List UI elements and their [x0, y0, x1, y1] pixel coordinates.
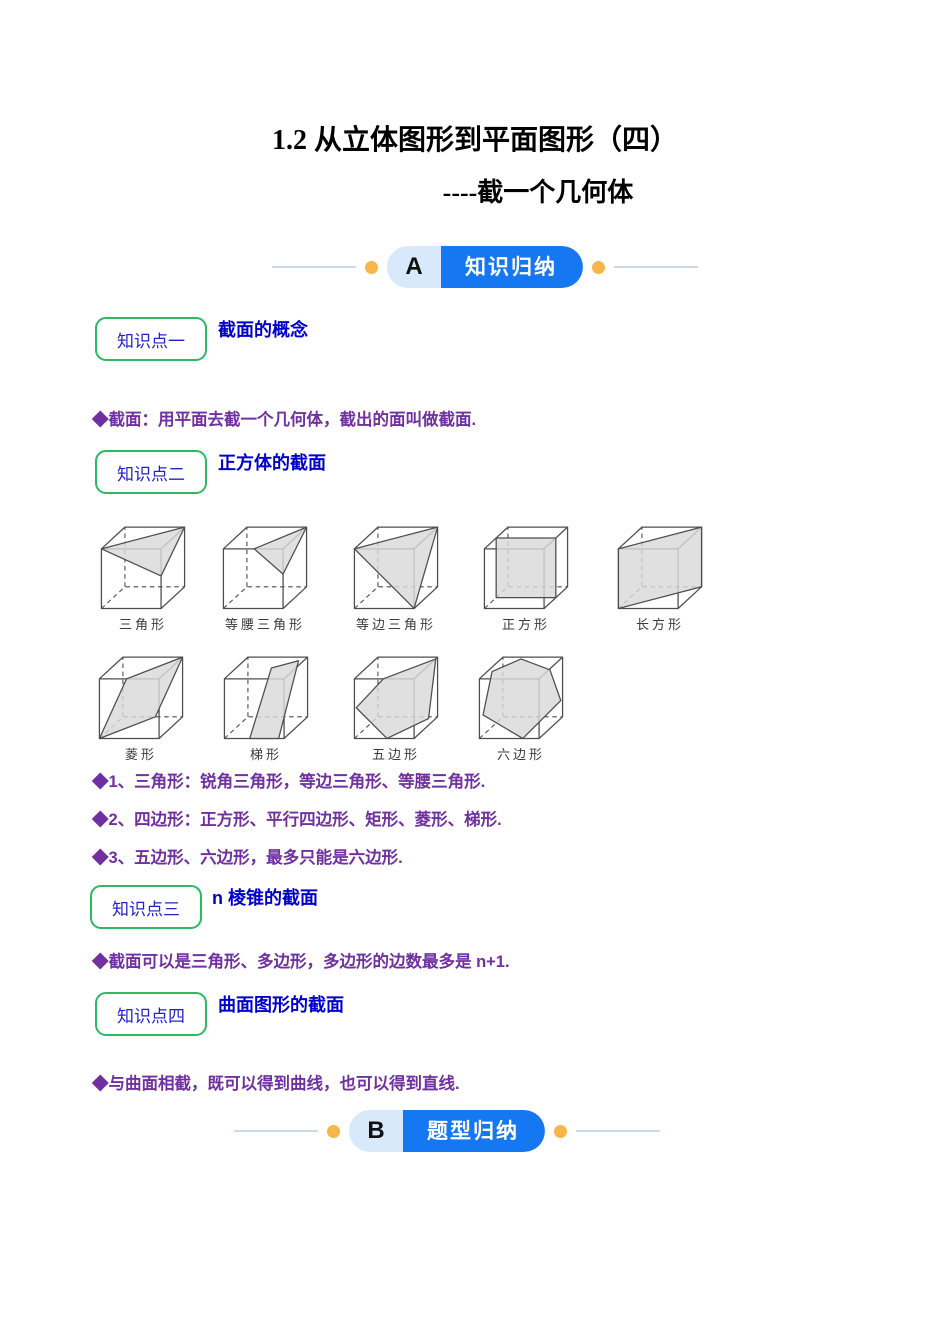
cube-figure-isosceles-triangle: 等腰三角形	[217, 518, 313, 633]
divider-line-left	[272, 266, 356, 268]
cube-figure-trapezoid: 梯形	[218, 648, 314, 763]
section-b-pill: B 题型归纳	[349, 1110, 545, 1152]
kp4-note: ◆与曲面相截，既可以得到曲线，也可以得到直线.	[92, 1075, 460, 1093]
cube-figure-rectangle: 长方形	[612, 518, 708, 633]
accent-dot-left	[327, 1124, 340, 1138]
divider-line-left	[234, 1130, 318, 1132]
kp2-heading: 正方体的截面	[218, 453, 326, 473]
cube-caption: 长方形	[635, 617, 684, 632]
kp4-heading: 曲面图形的截面	[218, 995, 344, 1015]
kp1-note: ◆截面：用平面去截一个几何体，截出的面叫做截面.	[92, 411, 477, 429]
kp3-note: ◆截面可以是三角形、多边形，多边形的边数最多是 n+1.	[92, 953, 510, 971]
cube-figure-square: 正方形	[478, 518, 574, 633]
cube-caption: 六边形	[496, 747, 545, 762]
cube-equilateral-triangle-section-icon	[353, 526, 439, 610]
kp2-box: 知识点二	[95, 450, 207, 494]
section-a-badge: A 知识归纳	[10, 246, 950, 288]
accent-dot-right	[592, 260, 605, 274]
cube-trapezoid-section-icon	[223, 656, 309, 740]
kp2-note-3: ◆3、五边形、六边形，最多只能是六边形.	[92, 849, 403, 867]
cube-figure-pentagon: 五边形	[348, 648, 444, 763]
kp1-heading: 截面的概念	[218, 320, 308, 340]
kp2-note-2: ◆2、四边形：正方形、平行四边形、矩形、菱形、梯形.	[92, 811, 502, 829]
section-b-letter: B	[349, 1110, 403, 1152]
section-b-label: 题型归纳	[403, 1110, 545, 1152]
page-subtitle: ----截一个几何体	[442, 178, 634, 207]
accent-dot-right	[554, 1124, 567, 1138]
cube-pentagon-section-icon	[353, 656, 439, 740]
section-b-badge: B 题型归纳	[0, 1110, 922, 1152]
section-a-label: 知识归纳	[441, 246, 583, 288]
cube-rhombus-section-icon	[98, 656, 184, 740]
cube-caption: 正方形	[501, 617, 550, 632]
kp1-box: 知识点一	[95, 317, 207, 361]
section-a-pill: A 知识归纳	[387, 246, 583, 288]
cube-rectangle-section-icon	[617, 526, 703, 610]
cube-caption: 三角形	[118, 617, 167, 632]
accent-dot-left	[365, 260, 378, 274]
section-a-letter: A	[387, 246, 441, 288]
divider-line-right	[576, 1130, 660, 1132]
cube-caption: 五边形	[371, 747, 420, 762]
cube-figure-triangle: 三角形	[95, 518, 191, 633]
kp4-box: 知识点四	[95, 992, 207, 1036]
cube-hexagon-section-icon	[478, 656, 564, 740]
cube-isosceles-triangle-section-icon	[222, 526, 308, 610]
divider-line-right	[614, 266, 698, 268]
cube-caption: 等边三角形	[355, 617, 436, 632]
kp3-box: 知识点三	[90, 885, 202, 929]
cube-triangle-section-icon	[100, 526, 186, 610]
cube-caption: 梯形	[249, 747, 282, 762]
kp2-note-1: ◆1、三角形：锐角三角形，等边三角形、等腰三角形.	[92, 773, 486, 791]
cube-caption: 等腰三角形	[224, 617, 305, 632]
kp3-heading: n 棱锥的截面	[212, 888, 318, 908]
cube-square-section-icon	[483, 526, 569, 610]
cube-figure-rhombus: 菱形	[93, 648, 189, 763]
page-title: 1.2 从立体图形到平面图形（四）	[271, 125, 678, 156]
cube-figure-hexagon: 六边形	[473, 648, 569, 763]
cube-caption: 菱形	[124, 747, 157, 762]
cube-figure-equilateral-triangle: 等边三角形	[348, 518, 444, 633]
